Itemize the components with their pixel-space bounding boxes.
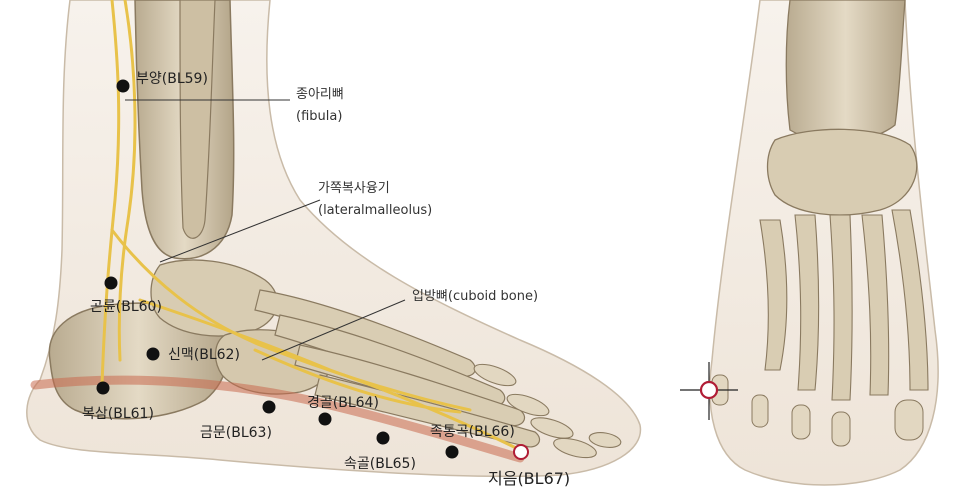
bl67-target-ring[interactable] [699, 380, 719, 400]
point-bl65-dot[interactable] [376, 431, 390, 445]
lateral-foot-view: 부양(BL59) 곤륜(BL60) 신맥(BL62) 복삼(BL61) 금문(B… [26, 0, 642, 488]
point-label-bl62: 신맥(BL62) [168, 347, 240, 363]
dorsal-tibia-bone [785, 0, 906, 143]
point-bl66-dot[interactable] [445, 445, 459, 459]
metatarsal-bones [254, 289, 540, 448]
meridian-lines [100, 0, 522, 452]
anatomy-label-malleolus-ko: 가쪽복사융기 [318, 181, 390, 196]
anatomy-label-cuboid: 입방뼈(cuboid bone) [412, 289, 538, 304]
dorsal-metatarsals [759, 209, 929, 401]
fibula-bone [179, 0, 216, 239]
anatomy-label-malleolus-en: (lateralmalleolus) [318, 203, 432, 218]
point-label-bl59: 부양(BL59) [136, 71, 208, 87]
point-label-bl65: 속골(BL65) [344, 456, 416, 472]
point-bl62-dot[interactable] [146, 347, 160, 361]
dorsal-phalanges [711, 374, 924, 447]
point-label-bl61: 복삼(BL61) [82, 406, 154, 422]
anatomy-label-fibula-ko: 종아리뼈 [296, 87, 344, 102]
point-label-bl67: 지음(BL67) [488, 469, 570, 488]
point-bl60-dot[interactable] [104, 276, 118, 290]
point-label-bl66: 족통곡(BL66) [430, 424, 515, 440]
leader-lines [125, 99, 406, 361]
point-bl67-ring[interactable] [513, 444, 529, 460]
point-label-bl64: 경골(BL64) [307, 395, 379, 411]
point-label-bl60: 곤륜(BL60) [90, 299, 162, 315]
dorsal-talus-bone [766, 128, 918, 216]
point-bl63-dot[interactable] [262, 400, 276, 414]
point-bl64-dot[interactable] [318, 412, 332, 426]
point-bl61-dot[interactable] [96, 381, 110, 395]
point-label-bl63: 금문(BL63) [200, 425, 272, 441]
point-bl59-dot[interactable] [116, 79, 130, 93]
dorsal-foot-view [680, 0, 939, 486]
bladder-channel-band [30, 375, 525, 463]
toe-bones [473, 363, 622, 459]
anatomy-label-fibula-en: (fibula) [296, 109, 342, 124]
